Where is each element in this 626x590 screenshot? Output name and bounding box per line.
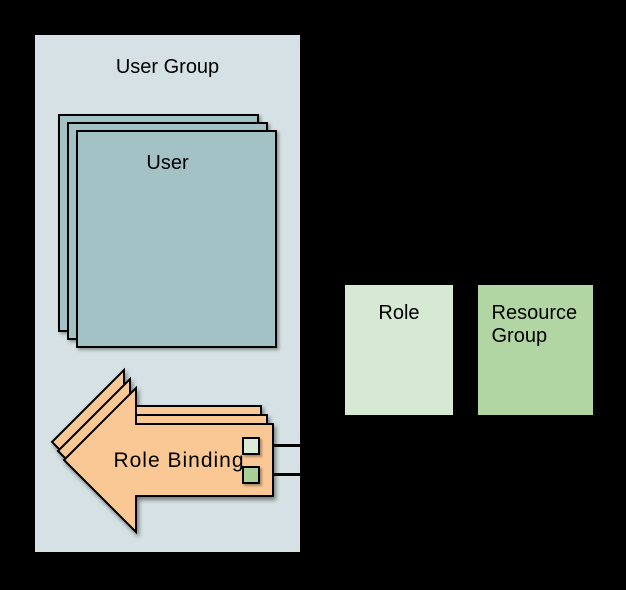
- user-stack: User: [58, 114, 277, 348]
- resource-group-label: Resource Group: [491, 302, 578, 347]
- user-label: User: [146, 152, 189, 174]
- role-label: Role: [378, 302, 420, 324]
- role-connector-line: [259, 444, 620, 447]
- user-group-container: User Group User: [35, 35, 300, 552]
- role-connector-square: [242, 437, 260, 455]
- resource-group-connector-line: [259, 473, 620, 476]
- role-binding-label: Role Binding: [113, 449, 245, 472]
- user-group-label: User Group: [115, 56, 220, 78]
- resource-group-box: Resource Group: [478, 285, 593, 415]
- user-square-front: [76, 130, 277, 348]
- role-binding-arrow-front: [62, 385, 274, 535]
- resource-group-connector-square: [242, 466, 260, 484]
- role-box: Role: [345, 285, 453, 415]
